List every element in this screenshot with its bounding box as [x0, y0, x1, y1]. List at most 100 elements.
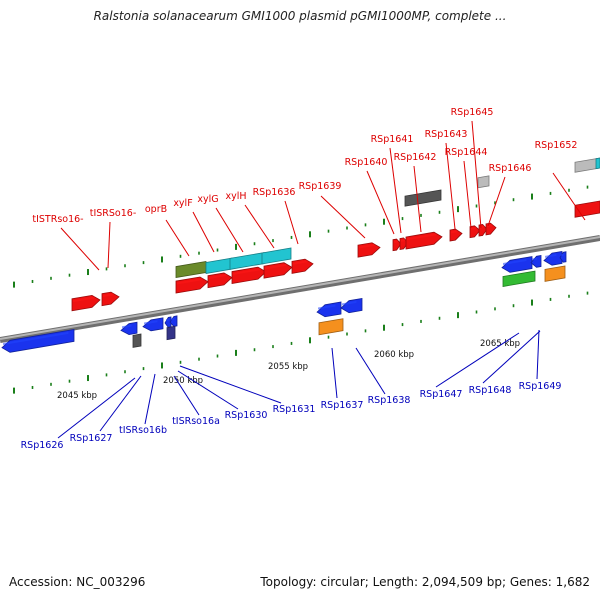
label-RSp1627[interactable]: RSp1627: [70, 433, 113, 444]
gene-reverse[interactable]: [559, 251, 567, 263]
label-RSp1631[interactable]: RSp1631: [273, 404, 316, 415]
gene-highlight: [394, 240, 398, 244]
label-RSp1640[interactable]: RSp1640: [345, 157, 388, 168]
scale-label: 2060 kbp: [374, 350, 414, 360]
label-tISRso16b-leader: [144, 373, 156, 425]
label-RSp1648[interactable]: RSp1648: [469, 385, 512, 396]
label-xylG[interactable]: xylG: [197, 194, 218, 205]
gene-RSp1637-block[interactable]: [318, 318, 344, 336]
label-RSp1649[interactable]: RSp1649: [519, 381, 562, 392]
label-RSp1652[interactable]: RSp1652: [535, 140, 578, 151]
gene-RSp1642-block[interactable]: [404, 189, 442, 207]
gene-highlight: [73, 296, 95, 303]
gene-RSp1647[interactable]: [501, 256, 533, 273]
gene-RSp1648[interactable]: [543, 250, 563, 266]
label-RSp1649-leader: [536, 329, 540, 380]
gene-forward[interactable]: [263, 262, 293, 279]
label-RSp1639-leader: [320, 195, 366, 239]
label-tISRso16b[interactable]: tISRso16b: [119, 425, 167, 436]
label-RSp1648-leader: [482, 330, 541, 384]
label-RSp1641[interactable]: RSp1641: [371, 134, 414, 145]
gene-highlight: [342, 300, 357, 306]
chromosome-backbone-highlight: [0, 236, 600, 340]
label-RSp1645[interactable]: RSp1645: [451, 107, 494, 118]
gene-tISRso16a-block[interactable]: [166, 325, 176, 341]
label-RSp1636[interactable]: RSp1636: [253, 187, 296, 198]
label-RSp1637[interactable]: RSp1637: [321, 400, 364, 411]
label-xylF-leader: [192, 211, 215, 253]
gene-tISTRso16[interactable]: [71, 294, 101, 312]
label-RSp1642[interactable]: RSp1642: [394, 152, 437, 163]
label-RSp1644[interactable]: RSp1644: [445, 147, 488, 158]
gene-RSp1652-block[interactable]: [574, 157, 600, 173]
gene-forward[interactable]: [175, 276, 209, 294]
gene-forward[interactable]: [231, 266, 267, 285]
label-tISRSo16[interactable]: tISRSo16-: [90, 208, 137, 219]
label-xylF[interactable]: xylF: [173, 198, 192, 209]
label-RSp1627-leader: [99, 375, 142, 432]
gene-highlight: [122, 324, 132, 329]
gene-xylG[interactable]: [229, 252, 265, 270]
label-RSp1645-leader: [471, 120, 482, 229]
label-RSp1638-leader: [355, 347, 386, 395]
label-RSp1644-leader: [463, 160, 472, 229]
gene-highlight: [503, 259, 527, 265]
label-RSp1643-leader: [445, 142, 456, 230]
label-RSp1630[interactable]: RSp1630: [225, 410, 268, 421]
gene-highlight: [177, 278, 203, 285]
gene-RSp1642[interactable]: [405, 231, 443, 250]
gene-highlight: [233, 268, 261, 275]
scale-label: 2055 kbp: [268, 362, 308, 372]
label-RSp1626[interactable]: RSp1626: [21, 440, 64, 451]
accession-text: Accession: NC_003296: [9, 575, 146, 589]
label-oprB[interactable]: oprB: [145, 204, 167, 215]
label-RSp1638[interactable]: RSp1638: [368, 395, 411, 406]
label-RSp1643[interactable]: RSp1643: [425, 129, 468, 140]
label-RSp1642-leader: [413, 165, 422, 233]
gene-tISRso16a[interactable]: [169, 315, 178, 327]
gene-edge-teal[interactable]: [595, 157, 600, 170]
gene-highlight: [3, 331, 69, 345]
gene-reverse[interactable]: [142, 317, 164, 332]
gene-reverse[interactable]: [530, 255, 542, 268]
gene-highlight: [407, 233, 437, 241]
gene-highlight: [293, 260, 308, 265]
gene-highlight: [171, 317, 175, 321]
label-tISRso16a[interactable]: tISRso16a: [172, 416, 220, 427]
label-tISRSo16-leader: [107, 221, 111, 269]
label-RSp1631-leader: [179, 365, 282, 404]
gene-highlight: [561, 253, 564, 257]
gene-xylF[interactable]: [205, 257, 233, 274]
label-RSp1639[interactable]: RSp1639: [299, 181, 342, 192]
gene-oprB[interactable]: [175, 261, 207, 279]
label-RSp1641-leader: [389, 147, 402, 234]
label-xylG-leader: [215, 207, 244, 253]
label-tISTRso16[interactable]: tISTRso16-: [32, 214, 83, 225]
gene-xylH[interactable]: [261, 247, 292, 265]
scale-label: 2050 kbp: [163, 376, 203, 386]
gene-RSp1645-block[interactable]: [477, 175, 490, 189]
label-RSp1630-leader: [177, 370, 239, 410]
gene-RSp1648-block[interactable]: [502, 270, 536, 287]
gene-highlight: [166, 318, 169, 322]
label-xylH[interactable]: xylH: [225, 191, 246, 202]
gene-highlight: [103, 293, 114, 297]
label-RSp1636-leader: [284, 200, 299, 245]
gene-RSp1652[interactable]: [574, 200, 600, 218]
gene-RSp1649-block[interactable]: [544, 265, 566, 282]
label-RSp1646[interactable]: RSp1646: [489, 163, 532, 174]
gene-RSp1637[interactable]: [316, 301, 342, 318]
gene-RSp1627-block[interactable]: [132, 333, 142, 348]
label-RSp1637-leader: [331, 347, 338, 399]
gene-RSp1638[interactable]: [340, 297, 363, 314]
scale-label: 2045 kbp: [57, 391, 97, 401]
gene-highlight: [144, 320, 158, 325]
gene-RSp1627[interactable]: [120, 321, 138, 335]
gene-highlight: [532, 257, 538, 261]
gene-highlight: [265, 263, 287, 270]
gene-highlight: [451, 230, 458, 234]
label-RSp1652-leader: [552, 172, 586, 221]
gene-highlight: [545, 253, 557, 258]
label-RSp1647[interactable]: RSp1647: [420, 389, 463, 400]
gene-highlight: [401, 239, 405, 242]
